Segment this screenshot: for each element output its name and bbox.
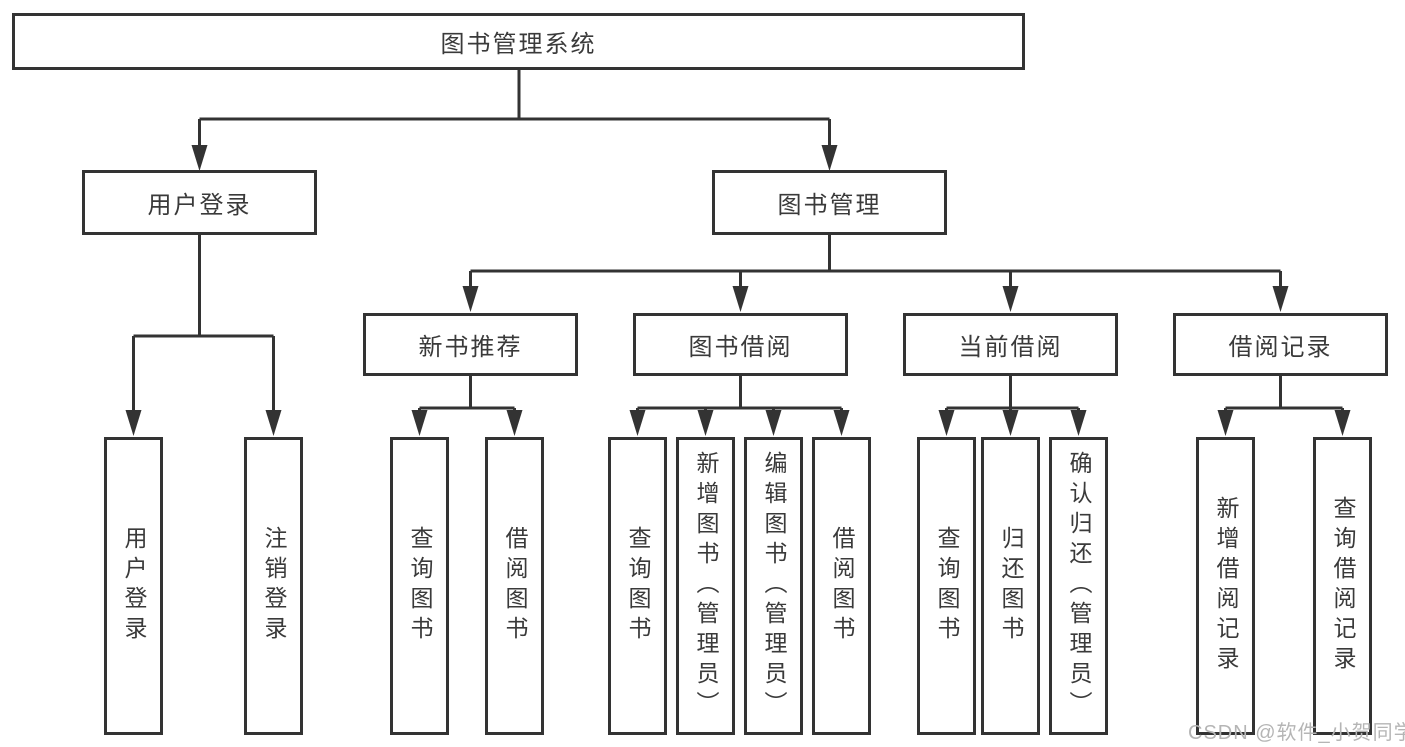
- node-label: 图书借阅: [688, 334, 793, 361]
- node-logout-function: 注销登录: [244, 437, 303, 735]
- node-label: 新增图书（管理员）: [693, 451, 719, 721]
- node-return-books: 归还图书: [981, 437, 1040, 735]
- node-label: 用户登录: [121, 526, 147, 646]
- node-label: 查询图书: [407, 526, 433, 646]
- node-label: 新书推荐: [418, 334, 523, 361]
- node-borrow-books-recommend: 借阅图书: [485, 437, 544, 735]
- node-current-borrowing: 当前借阅: [903, 313, 1118, 376]
- node-book-management: 图书管理: [712, 170, 947, 235]
- node-edit-books-admin: 编辑图书（管理员）: [744, 437, 803, 735]
- node-add-books-admin: 新增图书（管理员）: [676, 437, 735, 735]
- node-label: 用户登录: [147, 192, 252, 219]
- node-user-login: 用户登录: [82, 170, 317, 235]
- node-label: 借阅图书: [829, 526, 855, 646]
- node-borrowing-records: 借阅记录: [1173, 313, 1388, 376]
- node-add-borrow-record: 新增借阅记录: [1196, 437, 1255, 735]
- node-query-books-borrowing: 查询图书: [608, 437, 667, 735]
- node-library-management-system: 图书管理系统: [12, 13, 1025, 70]
- node-label: 归还图书: [998, 526, 1024, 646]
- node-label: 借阅记录: [1228, 334, 1333, 361]
- node-label: 借阅图书: [502, 526, 528, 646]
- node-label: 确认归还（管理员）: [1066, 451, 1092, 721]
- node-book-borrowing: 图书借阅: [633, 313, 848, 376]
- node-new-book-recommend: 新书推荐: [363, 313, 578, 376]
- node-query-books-current: 查询图书: [917, 437, 976, 735]
- node-label: 当前借阅: [958, 334, 1063, 361]
- node-user-login-function: 用户登录: [104, 437, 163, 735]
- node-label: 新增借阅记录: [1213, 496, 1239, 676]
- node-query-books-recommend: 查询图书: [390, 437, 449, 735]
- node-query-borrow-record: 查询借阅记录: [1313, 437, 1372, 735]
- node-label: 查询图书: [625, 526, 651, 646]
- node-label: 注销登录: [261, 526, 287, 646]
- csdn-watermark: CSDN @软件_小贺同学: [1188, 722, 1405, 744]
- node-label: 图书管理系统: [440, 31, 597, 58]
- node-confirm-return-admin: 确认归还（管理员）: [1049, 437, 1108, 735]
- node-label: 查询图书: [934, 526, 960, 646]
- node-borrow-books-borrowing: 借阅图书: [812, 437, 871, 735]
- node-label: 图书管理: [777, 192, 882, 219]
- node-label: 查询借阅记录: [1330, 496, 1356, 676]
- node-label: 编辑图书（管理员）: [761, 451, 787, 721]
